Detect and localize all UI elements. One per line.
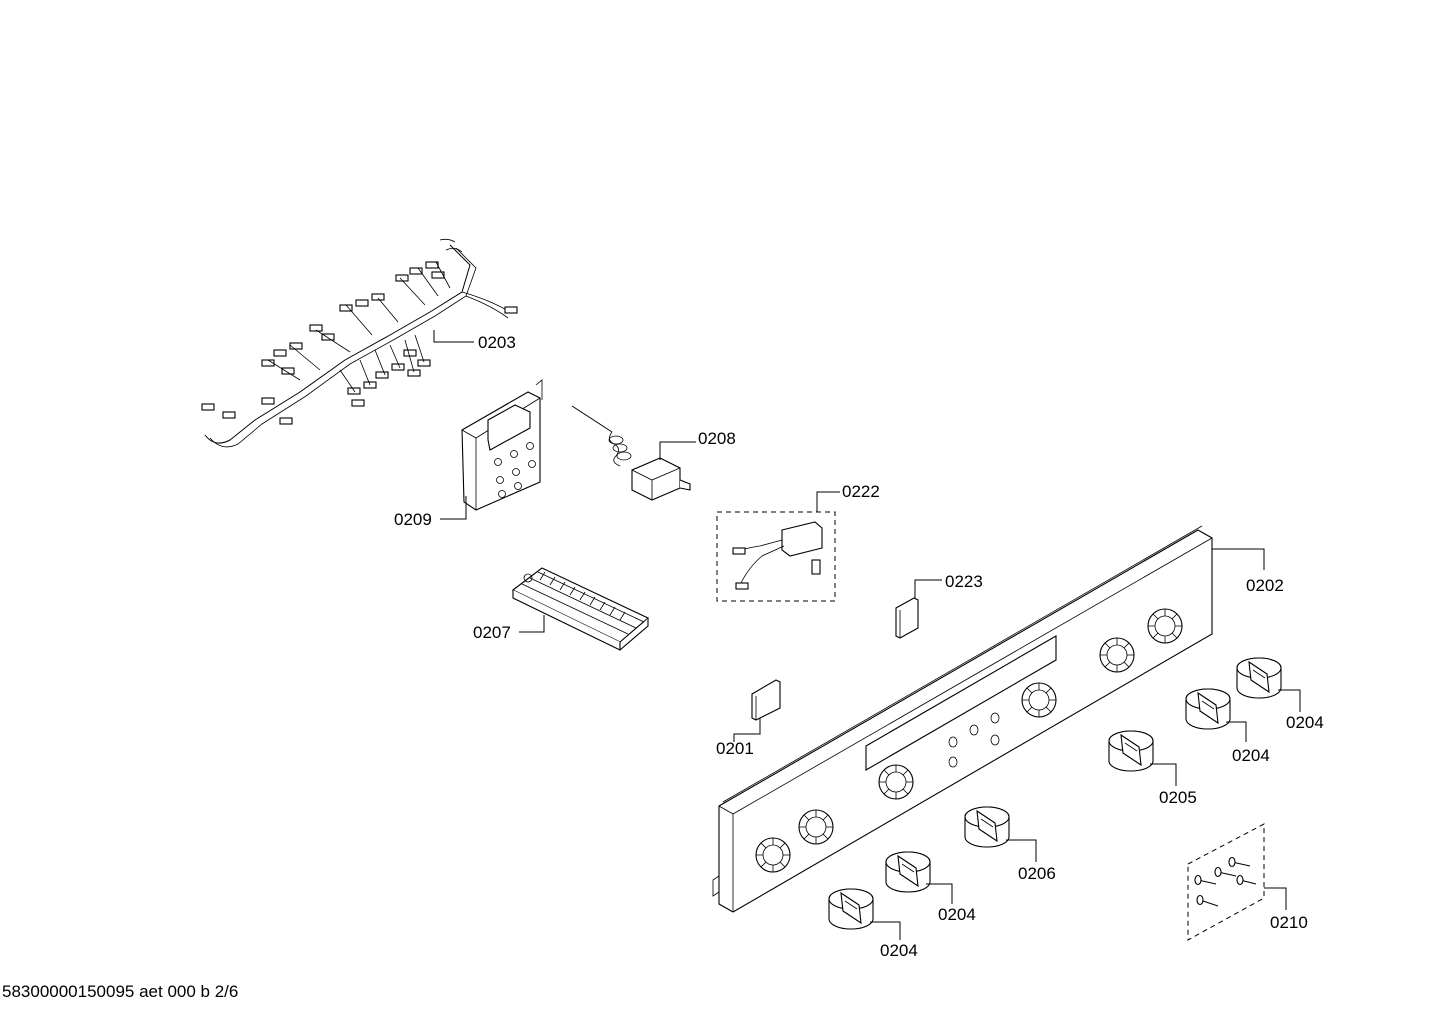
wiring-harness-part (201, 238, 518, 448)
document-reference: 58300000150095 aet 000 b 2/6 (2, 982, 238, 1001)
callout-label: 0204 (880, 941, 918, 960)
callout-label: 0206 (1018, 864, 1056, 883)
small-bracket-part (751, 679, 781, 721)
callout-label: 0202 (1246, 576, 1284, 595)
callout-label: 0204 (938, 905, 976, 924)
callout-label: 0209 (394, 510, 432, 529)
callout-label: 0204 (1286, 713, 1324, 732)
callout-label: 0203 (478, 333, 516, 352)
control-knob-part (885, 851, 931, 893)
control-knob-part (1108, 730, 1154, 772)
callout-label: 0208 (698, 429, 736, 448)
callout-label: 0205 (1159, 788, 1197, 807)
electronic-module-part (461, 379, 543, 511)
switch-assembly-part (716, 511, 836, 602)
screw-set-part (1187, 823, 1265, 941)
small-bracket-part (895, 597, 919, 639)
callout-label: 0201 (716, 739, 754, 758)
callout-label: 0207 (473, 623, 511, 642)
callout-label: 0223 (945, 572, 983, 591)
control-knob-part (1185, 688, 1231, 730)
callout-label: 0204 (1232, 746, 1270, 765)
control-knob-part (1236, 657, 1282, 699)
control-knob-part (828, 888, 874, 930)
terminal-block-part (511, 567, 650, 651)
callout-label: 0210 (1270, 913, 1308, 932)
control-knob-part (964, 806, 1010, 848)
thermostat-part (571, 405, 691, 501)
callout-label: 0222 (842, 482, 880, 501)
control-panel-part (712, 525, 1213, 913)
